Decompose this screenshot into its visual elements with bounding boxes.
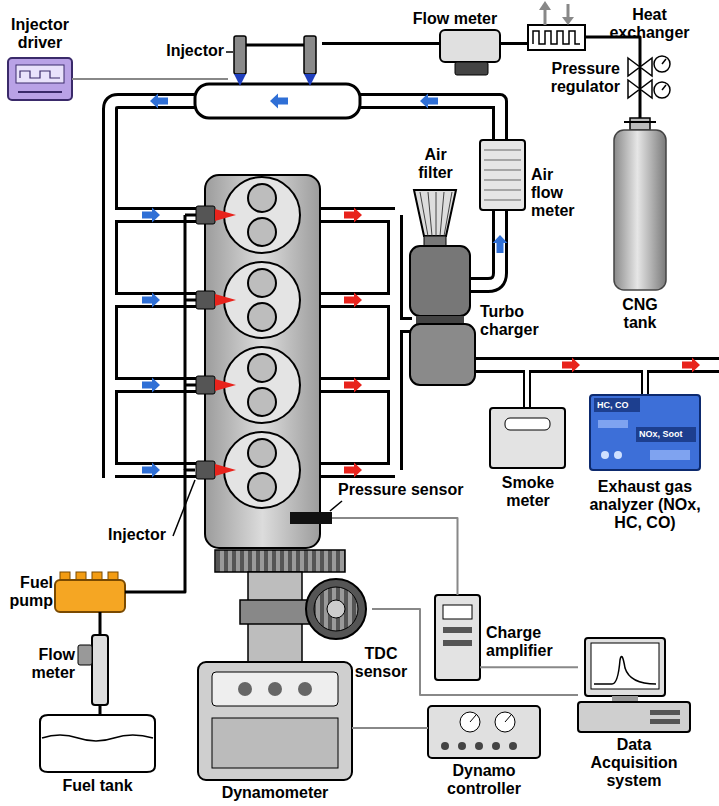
component-label: Pressure sensor bbox=[338, 481, 468, 499]
engine-block bbox=[205, 175, 320, 548]
component-box: Injector bbox=[228, 30, 322, 80]
component-label: Fuel tank bbox=[40, 777, 155, 795]
air-flow-meter-device bbox=[480, 140, 525, 210]
component-label: Air filter bbox=[408, 146, 463, 182]
component-box: Flow meter bbox=[440, 30, 500, 75]
heat-exchanger-coil bbox=[528, 1, 585, 50]
fuel-pipe bbox=[322, 42, 440, 45]
component-box: Heat exchanger bbox=[528, 25, 585, 50]
component-label: Injector bbox=[152, 42, 224, 60]
component-label: Flow meter bbox=[405, 10, 505, 28]
component-label: Dynamo controller bbox=[428, 762, 540, 798]
tdc-disc bbox=[306, 579, 366, 639]
pressure-regulator-valve bbox=[628, 50, 670, 105]
component-box: Turbo charger bbox=[410, 262, 475, 385]
fuel-pipe bbox=[99, 612, 102, 635]
component-box: CNG tank bbox=[610, 118, 670, 290]
signal-wire bbox=[332, 518, 458, 595]
component-label: Air flow meter bbox=[531, 166, 587, 220]
component-box: Data Acquisition system bbox=[578, 638, 690, 732]
side-injectors bbox=[173, 206, 236, 536]
signal-wire bbox=[480, 666, 578, 668]
component-box: Dynamometer bbox=[198, 662, 352, 780]
air-flow-arrows bbox=[142, 94, 508, 478]
component-label: CNG tank bbox=[612, 296, 668, 332]
component-label: Dynamometer bbox=[198, 784, 352, 802]
component-box: Flow meter bbox=[78, 635, 122, 705]
component-label: Injector driver bbox=[5, 16, 75, 52]
component-box: Injector bbox=[195, 460, 215, 480]
signal-wire bbox=[72, 78, 228, 80]
gas-analyzer-device bbox=[590, 395, 700, 470]
fuel-pump-device bbox=[55, 572, 125, 612]
injector-driver-device bbox=[8, 58, 72, 100]
component-box: Pressure sensor bbox=[290, 512, 332, 524]
component-box: Smoke meter bbox=[490, 408, 565, 468]
component-label: Exhaust gas analyzer (NOx, HC, CO) bbox=[585, 478, 705, 532]
turbocharger-body bbox=[410, 246, 475, 385]
component-box: Air flow meter bbox=[480, 140, 525, 210]
pressure-sensor-body bbox=[290, 512, 332, 524]
component-box: Dynamo controller bbox=[428, 706, 540, 758]
component-box: Fuel pump bbox=[55, 572, 125, 612]
component-label: Heat exchanger bbox=[592, 6, 707, 42]
data-acquisition-computer bbox=[578, 638, 690, 732]
component-label: Smoke meter bbox=[488, 474, 568, 510]
component-label: Charge amplifier bbox=[486, 624, 581, 660]
component-label: Fuel pump bbox=[3, 574, 53, 610]
fuel-pipe bbox=[500, 42, 528, 45]
component-box: TDC sensor bbox=[300, 578, 372, 640]
component-box: Pressure regulator bbox=[625, 50, 670, 105]
component-label: Flow meter bbox=[3, 646, 75, 682]
leader-line bbox=[330, 501, 342, 511]
fuel-flow-meter bbox=[78, 635, 108, 705]
signal-wire bbox=[352, 727, 428, 729]
component-label: TDC sensor bbox=[351, 645, 411, 681]
component-box: Charge amplifier bbox=[435, 595, 480, 680]
smoke-meter-device bbox=[490, 408, 565, 468]
screen-label: HC, CO bbox=[597, 401, 629, 410]
fuel-tank-vessel bbox=[40, 715, 155, 772]
port-injectors bbox=[226, 36, 316, 86]
component-label: Turbo charger bbox=[480, 303, 550, 339]
dynamo-controller-device bbox=[428, 706, 540, 758]
component-box: Air filter bbox=[412, 188, 458, 242]
fuel-pipe bbox=[638, 105, 641, 118]
fuel-pipe bbox=[99, 705, 102, 715]
dynamometer-body bbox=[198, 662, 352, 780]
screen-label: NOx, Soot bbox=[639, 430, 683, 439]
component-label: Data Acquisition system bbox=[579, 736, 689, 790]
component-box: Fuel tank bbox=[40, 715, 155, 772]
gas-flow-meter bbox=[440, 30, 500, 75]
cng-cylinder bbox=[614, 118, 666, 290]
air-filter-element bbox=[414, 190, 456, 246]
charge-amplifier-device bbox=[435, 595, 480, 680]
component-label: Pressure regulator bbox=[540, 60, 620, 96]
component-box: Injector driver bbox=[8, 58, 72, 100]
component-label: Injector bbox=[100, 526, 174, 544]
intake-plenum bbox=[195, 84, 360, 118]
